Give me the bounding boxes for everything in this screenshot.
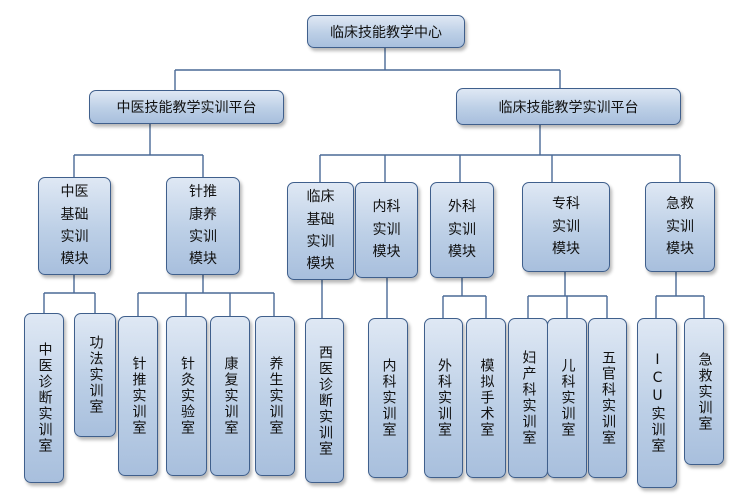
room-icu: ICU实训室 <box>637 318 677 488</box>
module-tcm-basic: 中医 基础 实训 模块 <box>38 177 111 275</box>
module-acupuncture: 针推 康养 实训 模块 <box>166 177 240 275</box>
room-tcm-diagnosis: 中医诊断实训室 <box>24 313 64 483</box>
module-specialty: 专科 实训 模块 <box>522 182 610 272</box>
connector <box>527 272 608 318</box>
platform-clinical: 临床技能教学实训平台 <box>456 88 681 125</box>
connector <box>174 48 561 90</box>
root-node: 临床技能教学中心 <box>307 15 465 48</box>
module-internal: 内科 实训 模块 <box>355 182 418 278</box>
room-kangfu: 康复实训室 <box>210 316 250 476</box>
room-gongfa: 功法实训室 <box>74 313 116 437</box>
room-yangsheng: 养生实训室 <box>255 316 295 476</box>
platform-tcm: 中医技能教学实训平台 <box>89 90 284 124</box>
room-zhenjiu: 针灸实验室 <box>166 316 207 476</box>
connector <box>137 275 275 316</box>
room-west-diagnosis: 西医诊断实训室 <box>305 318 344 483</box>
connector <box>319 123 681 182</box>
room-zhentui: 针推实训室 <box>118 316 158 476</box>
module-clinical-basic: 临床 基础 实训 模块 <box>287 182 354 280</box>
room-neike: 内科实训室 <box>368 318 408 478</box>
room-waike: 外科实训室 <box>424 318 463 478</box>
connector <box>73 123 204 177</box>
room-jijiu: 急救实训室 <box>684 318 724 465</box>
connector <box>442 278 487 318</box>
connector <box>43 275 96 313</box>
room-fuchan: 妇产科实训室 <box>508 318 548 478</box>
module-surgery: 外科 实训 模块 <box>430 182 494 278</box>
connector <box>655 272 705 318</box>
module-emergency: 急救 实训 模块 <box>645 182 715 272</box>
room-moni: 模拟手术室 <box>466 318 506 478</box>
room-erke: 儿科实训室 <box>547 318 587 478</box>
room-wuguan: 五官科实训室 <box>588 318 627 478</box>
